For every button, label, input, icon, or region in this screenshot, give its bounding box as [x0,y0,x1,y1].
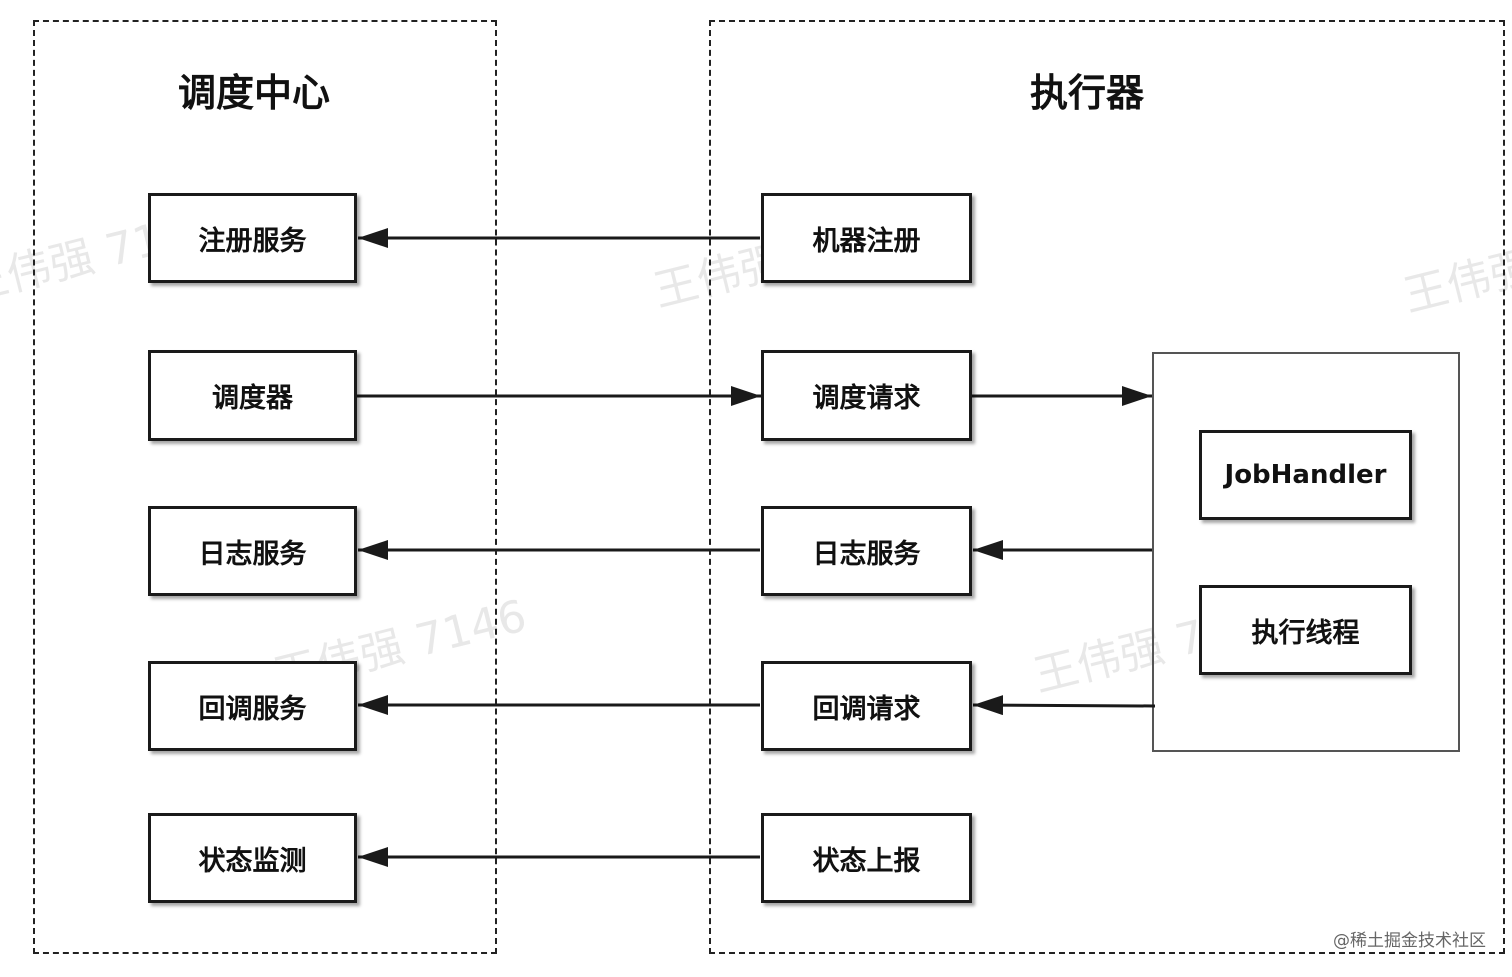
log-service-executor-node: 日志服务 [761,506,972,596]
log-service-center-node: 日志服务 [148,506,357,596]
callback-request-node: 回调请求 [761,661,972,751]
credit-text: @稀土掘金技术社区 [1333,931,1486,951]
machine-register-node: 机器注册 [761,193,972,283]
register-service-node: 注册服务 [148,193,357,283]
status-monitor-node: 状态监测 [148,813,357,903]
scheduler-center-group [33,20,497,954]
job-container [1152,352,1460,752]
exec-thread-node: 执行线程 [1199,585,1412,675]
job-handler-node: JobHandler [1199,430,1412,520]
schedule-request-node: 调度请求 [761,350,972,441]
executor-title: 执行器 [1029,71,1145,115]
status-report-node: 状态上报 [761,813,972,903]
scheduler-node: 调度器 [148,350,357,441]
scheduler-center-title: 调度中心 [177,71,331,115]
executor-group [709,20,1505,954]
callback-service-node: 回调服务 [148,661,357,751]
arrow-callback-container [972,695,1156,716]
